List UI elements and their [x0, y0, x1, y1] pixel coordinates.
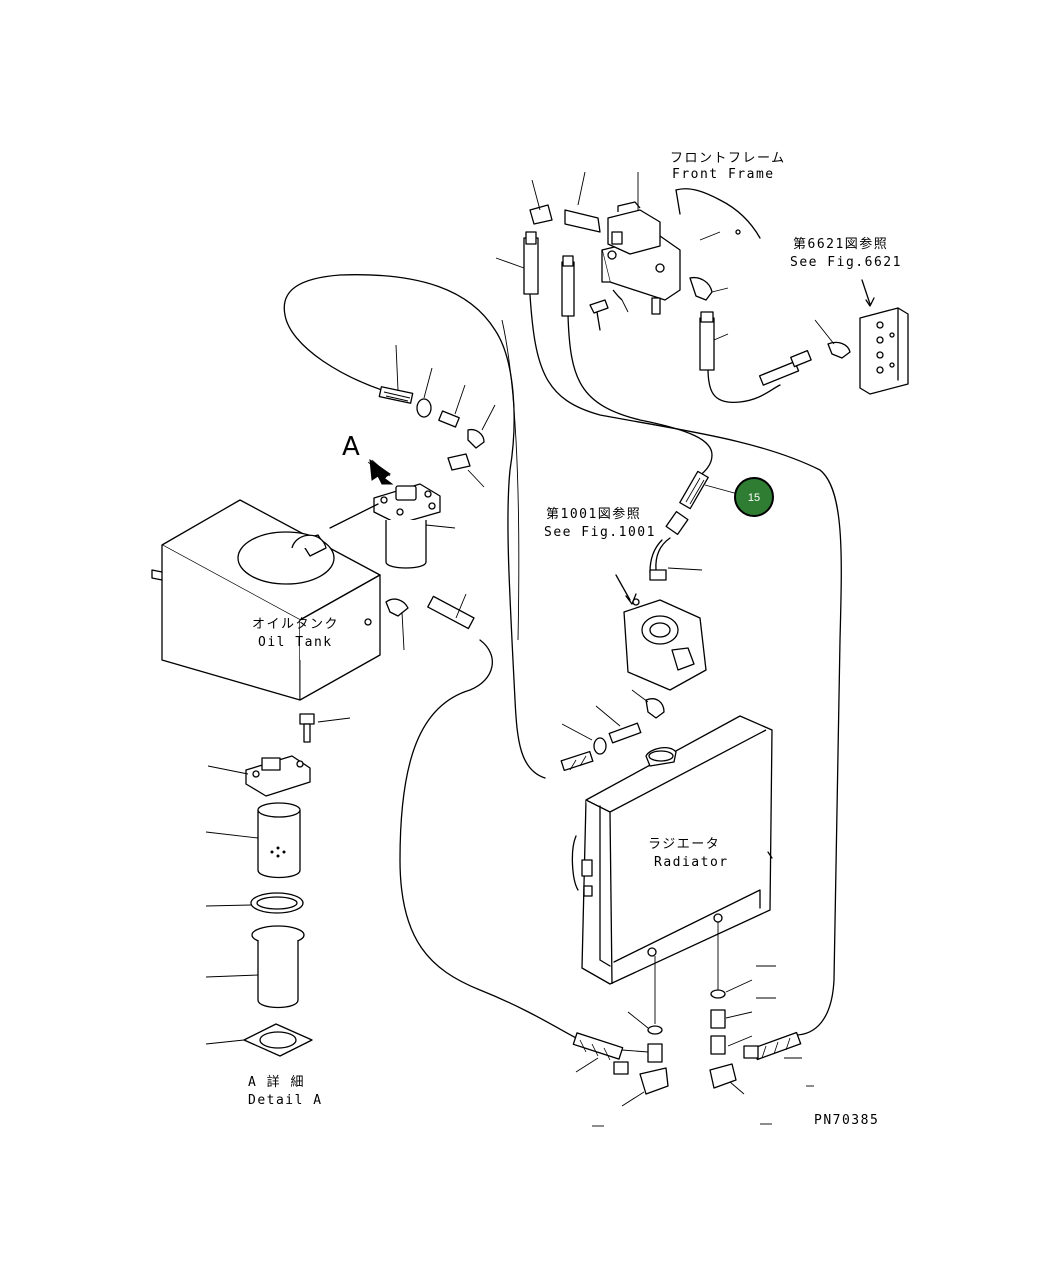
ref-6621-en-label: See Fig.6621 [790, 255, 902, 270]
drawing-number: PN70385 [814, 1113, 879, 1128]
view-marker-a: A [342, 432, 394, 485]
ref-6621-jp-label: 第6621図参照 [793, 236, 888, 252]
detail-a-en-label: Detail A [248, 1093, 323, 1108]
radiator-jp-label: ラジエータ [648, 837, 720, 852]
callout-15-circle[interactable] [734, 477, 774, 517]
filter-fittings [378, 344, 496, 488]
pump-assembly: 第1001図参照 See Fig.1001 [544, 470, 739, 772]
view-marker-label: A [342, 432, 360, 462]
ref-1001-jp-label: 第1001図参照 [546, 506, 641, 522]
oil-tank-jp-label: オイルタンク [252, 617, 339, 632]
detail-a: A 詳 細 Detail A [205, 713, 351, 1108]
radiator: ラジエータ Radiator [571, 715, 814, 1127]
oil-tank-en-label: Oil Tank [258, 635, 333, 650]
callout-15-label: 15 [748, 492, 760, 504]
front-frame: フロントフレーム Front Frame [670, 151, 786, 239]
filter-housing [373, 483, 456, 569]
oil-tank: オイルタンク Oil Tank [151, 499, 475, 701]
hose-lines [283, 274, 842, 1041]
front-frame-en-label: Front Frame [672, 167, 775, 182]
radiator-en-label: Radiator [654, 855, 729, 870]
callout-15[interactable]: 15 [734, 477, 774, 517]
detail-a-jp-label: A 詳 細 [248, 1074, 305, 1090]
manifold-6621: 第6621図参照 See Fig.6621 [758, 236, 909, 395]
valve-block [495, 171, 729, 371]
ref-1001-en-label: See Fig.1001 [544, 525, 656, 540]
front-frame-jp-label: フロントフレーム [670, 151, 786, 166]
